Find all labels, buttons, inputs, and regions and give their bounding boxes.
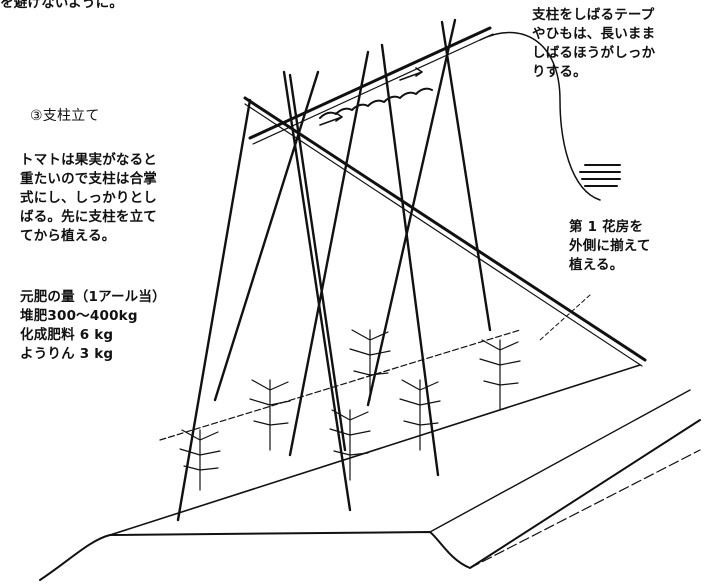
fertilizer-amount: 元肥の量（1アール当） 堆肥300〜400kg 化成肥料 6 kg ようりん 3… [20,289,166,362]
flower-cluster-note: 第 1 花房を 外側に揃えて 植える。 [569,219,651,273]
tape-wrap [319,87,433,119]
bed-back-edge [159,329,521,441]
furrow-line-2 [469,449,701,569]
arrow-2 [399,67,423,81]
bed-top-edge [109,364,641,536]
tape-tail [479,31,601,201]
brace-pole [243,96,647,362]
stake-pairs [176,18,492,522]
ridge-outline [39,419,701,581]
furrow-line [429,389,691,533]
top-text-fragment: を避けないように。 [0,0,124,11]
tape-coil [579,164,621,187]
tomato-plants [179,329,521,491]
tape-note: 支柱をしばるテープ やひもは、長いまま しばるほうがしっか りする。 [532,7,656,80]
leader-line [539,294,591,341]
arrow-1 [319,112,343,126]
step-title: ③支柱立て [30,108,100,124]
step-description: トマトは果実がなると 重たいので支柱は合掌 式にし、しっかりとし ばる。先に支柱… [20,152,157,244]
